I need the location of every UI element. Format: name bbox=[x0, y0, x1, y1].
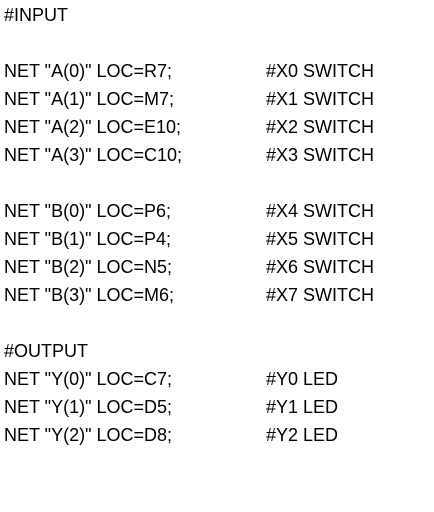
net-code: NET "Y(2)" LOC=D8; bbox=[4, 425, 172, 445]
net-line-a3: NET "A(3)" LOC=C10; #X3 SWITCH bbox=[4, 144, 430, 172]
net-comment: #X7 SWITCH bbox=[266, 285, 375, 305]
net-comment: #X4 SWITCH bbox=[266, 201, 375, 221]
net-comment: #X3 SWITCH bbox=[266, 145, 375, 165]
net-comment: #X2 SWITCH bbox=[266, 117, 375, 137]
net-code: NET "B(2)" LOC=N5; bbox=[4, 257, 172, 277]
net-line-a0: NET "A(0)" LOC=R7; #X0 SWITCH bbox=[4, 60, 430, 88]
net-line-b3: NET "B(3)" LOC=M6; #X7 SWITCH bbox=[4, 284, 430, 312]
net-code: NET "B(0)" LOC=P6; bbox=[4, 201, 172, 221]
net-line-a2: NET "A(2)" LOC=E10; #X2 SWITCH bbox=[4, 116, 430, 144]
net-code: NET "A(0)" LOC=R7; bbox=[4, 61, 172, 81]
input-header-text: #INPUT bbox=[4, 5, 69, 25]
net-code: NET "B(1)" LOC=P4; bbox=[4, 229, 172, 249]
net-code: NET "A(1)" LOC=M7; bbox=[4, 89, 174, 109]
net-line-b0: NET "B(0)" LOC=P6; #X4 SWITCH bbox=[4, 200, 430, 228]
net-line-b1: NET "B(1)" LOC=P4; #X5 SWITCH bbox=[4, 228, 430, 256]
net-line-y0: NET "Y(0)" LOC=C7; #Y0 LED bbox=[4, 368, 430, 396]
net-comment: #Y1 LED bbox=[266, 397, 339, 417]
output-header-text: #OUTPUT bbox=[4, 341, 89, 361]
net-comment: #X1 SWITCH bbox=[266, 89, 375, 109]
input-section-header: #INPUT bbox=[4, 4, 430, 32]
net-line-y1: NET "Y(1)" LOC=D5; #Y1 LED bbox=[4, 396, 430, 424]
net-comment: #X0 SWITCH bbox=[266, 61, 375, 81]
net-code: NET "A(3)" LOC=C10; bbox=[4, 145, 183, 165]
blank-line bbox=[4, 32, 430, 60]
net-line-b2: NET "B(2)" LOC=N5; #X6 SWITCH bbox=[4, 256, 430, 284]
net-line-a1: NET "A(1)" LOC=M7; #X1 SWITCH bbox=[4, 88, 430, 116]
net-code: NET "Y(1)" LOC=D5; bbox=[4, 397, 172, 417]
blank-line bbox=[4, 312, 430, 340]
net-code: NET "Y(0)" LOC=C7; bbox=[4, 369, 172, 389]
net-comment: #Y2 LED bbox=[266, 425, 339, 445]
net-comment: #X5 SWITCH bbox=[266, 229, 375, 249]
constraint-file-text: #INPUT NET "A(0)" LOC=R7; #X0 SWITCH NET… bbox=[4, 4, 430, 452]
net-code: NET "B(3)" LOC=M6; bbox=[4, 285, 174, 305]
net-code: NET "A(2)" LOC=E10; bbox=[4, 117, 182, 137]
net-line-y2: NET "Y(2)" LOC=D8; #Y2 LED bbox=[4, 424, 430, 452]
output-section-header: #OUTPUT bbox=[4, 340, 430, 368]
blank-line bbox=[4, 172, 430, 200]
net-comment: #Y0 LED bbox=[266, 369, 339, 389]
net-comment: #X6 SWITCH bbox=[266, 257, 375, 277]
